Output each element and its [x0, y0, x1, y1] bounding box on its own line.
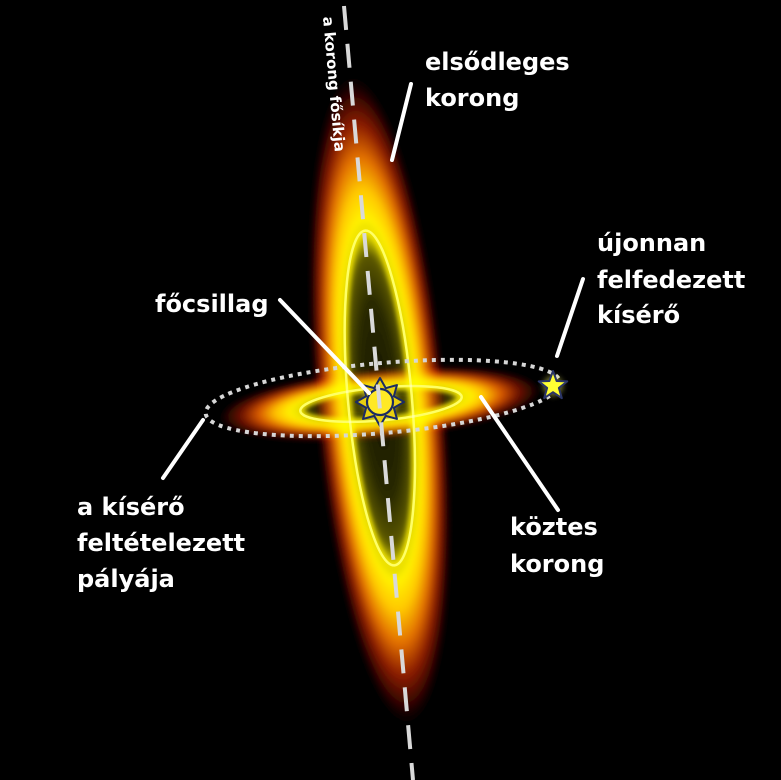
label-new-companion-line2: felfedezett — [597, 266, 745, 294]
label-companion-orbit-line1: a kísérő — [77, 493, 185, 521]
pointer-companion-orbit — [161, 418, 205, 480]
label-new-companion-line1: újonnan — [597, 229, 706, 257]
label-intermediate-disk-line2: korong — [510, 550, 604, 578]
pointer-primary-disk — [390, 82, 413, 162]
pointer-main-star — [278, 298, 371, 395]
label-new-companion: újonnan felfedezett kísérő — [597, 229, 745, 329]
label-new-companion-line3: kísérő — [597, 301, 680, 329]
companion-star-icon — [537, 370, 569, 400]
companion-star-shape — [537, 370, 569, 400]
label-intermediate-disk: köztes korong — [510, 513, 604, 578]
disk-midplane-line — [342, 5, 415, 780]
pointer-intermediate-disk — [479, 395, 560, 512]
label-main-star: főcsillag — [155, 290, 269, 318]
label-companion-orbit: a kísérő feltételezett pályája — [77, 493, 245, 593]
pointer-new-companion — [555, 277, 585, 358]
label-intermediate-disk-line1: köztes — [510, 513, 598, 541]
label-companion-orbit-line2: feltételezett — [77, 529, 245, 557]
label-companion-orbit-line3: pályája — [77, 565, 175, 593]
label-primary-disk-line1: elsődleges — [425, 48, 570, 76]
label-primary-disk-line2: korong — [425, 84, 519, 112]
label-primary-disk: elsődleges korong — [425, 48, 570, 112]
